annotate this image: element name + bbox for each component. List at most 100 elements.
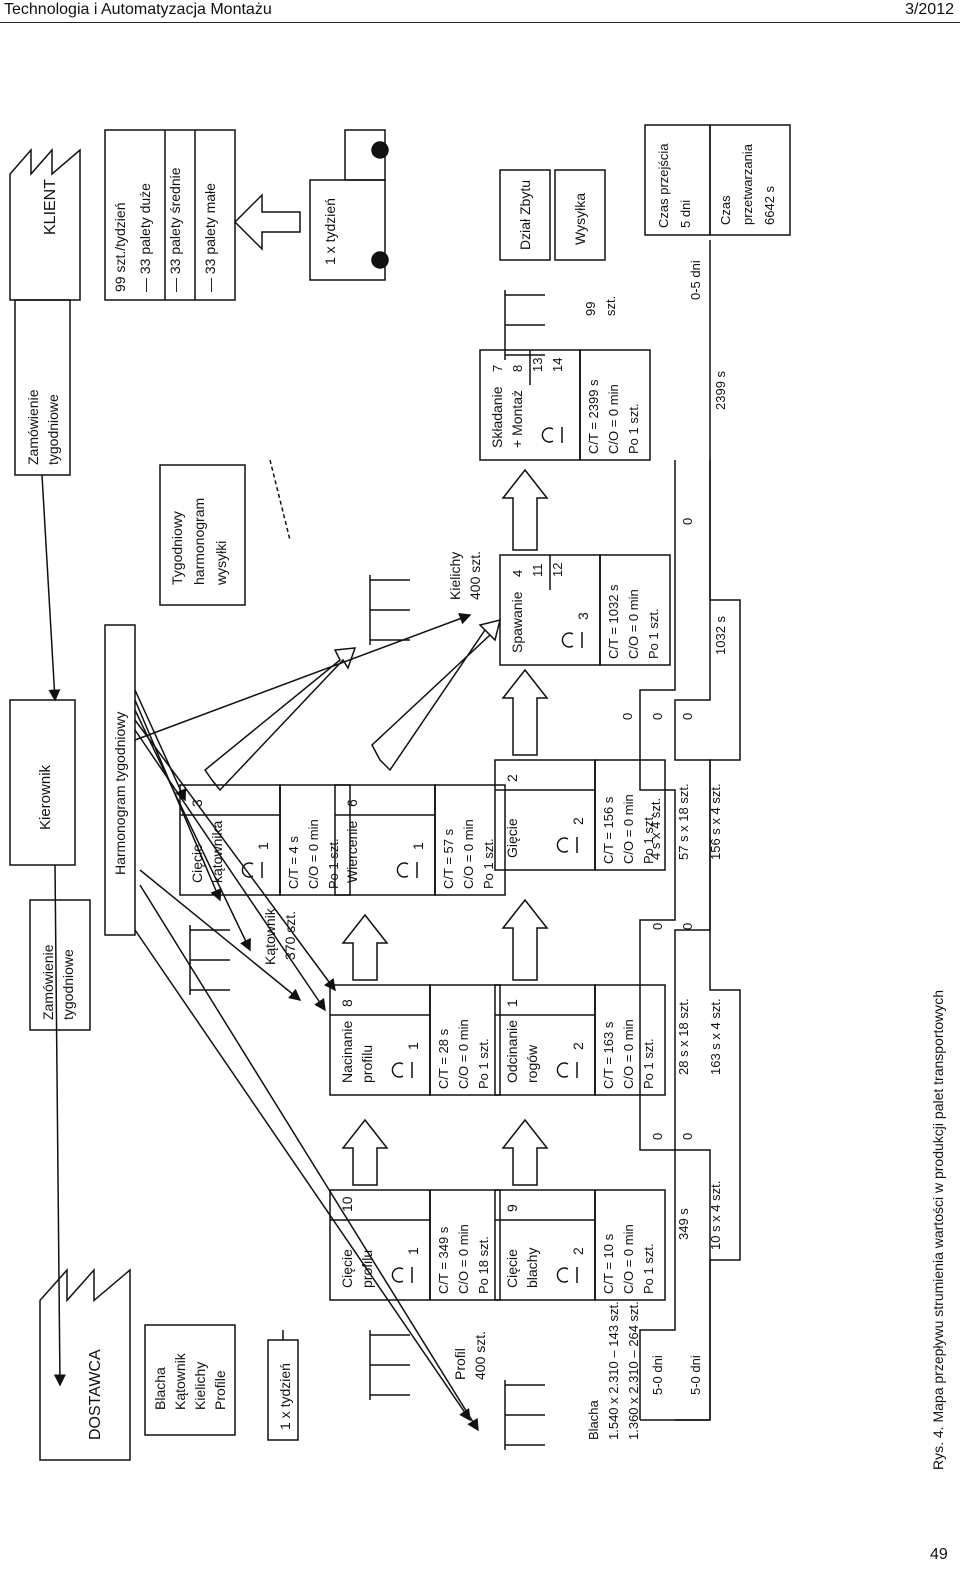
cutting-angle-number: 3 bbox=[189, 799, 205, 807]
shipping-schedule-line-0: Tygodniowy bbox=[169, 511, 185, 585]
assembly-data-1: C/O = 0 min bbox=[606, 384, 621, 454]
profile-inventory-line-1: 400 szt. bbox=[472, 1331, 488, 1380]
journal-title: Technologia i Automatyzacja Montażu bbox=[4, 1, 272, 18]
schedule-to-shipping-line bbox=[269, 459, 291, 541]
cutting-angle-data-2: Po 1 szt. bbox=[326, 838, 341, 889]
sheet-cutting-title-line-0: Cięcie bbox=[504, 1249, 520, 1288]
assembly-data-2: Po 1 szt. bbox=[626, 403, 641, 454]
customer-truck-box bbox=[309, 179, 386, 281]
weekly-schedule-box bbox=[104, 624, 136, 936]
welding-operators: 3 bbox=[575, 612, 591, 620]
order-out-line-0: Zamówienie bbox=[40, 944, 56, 1020]
profile-inventory-line-0: Profil bbox=[452, 1348, 468, 1380]
shipping-department: Wysyłka bbox=[572, 193, 588, 245]
timeline-r2-5: 0 bbox=[680, 713, 695, 720]
sheet-inventory-line-0: Blacha bbox=[586, 1399, 601, 1440]
timeline-r3-0: 10 s x 4 szt. bbox=[708, 1181, 723, 1250]
drilling-title-line-0: Wiercenie bbox=[344, 821, 360, 883]
schedule-signal-line-0 bbox=[134, 689, 187, 802]
sheet-cutting-data-1: C/O = 0 min bbox=[621, 1224, 636, 1294]
sales-department: Dział Zbytu bbox=[517, 180, 533, 250]
corner-cutting-title-line-0: Odcinanie bbox=[504, 1020, 520, 1083]
timeline-r3-1: 163 s x 4 szt. bbox=[708, 998, 723, 1075]
finished-inventory-line-0: 99 bbox=[583, 302, 598, 316]
cutting-angle-title-line-0: Cięcie bbox=[189, 844, 205, 883]
bending-data-1: C/O = 0 min bbox=[621, 794, 636, 864]
shipping-schedule-line-2: wysyłki bbox=[213, 541, 229, 586]
cutting-angle-data-0: C/T = 4 s bbox=[286, 836, 301, 889]
welding-data-1: C/O = 0 min bbox=[626, 589, 641, 659]
bending-number: 2 bbox=[504, 774, 520, 782]
order-in-line-0: Zamówienie bbox=[25, 389, 41, 465]
timeline-r1-3: 0 bbox=[650, 923, 665, 930]
timeline-r1-4: 4 s x 4 szt. bbox=[648, 798, 663, 860]
customer-truck-wheel-icon bbox=[371, 141, 389, 159]
angle-inventory-label: Kątownik bbox=[262, 907, 278, 965]
drilling-data-box bbox=[434, 784, 506, 896]
schedule-to-blacha-line bbox=[134, 929, 471, 1422]
corner-cutting-title-line-1: rogów bbox=[524, 1044, 540, 1083]
timeline-row1 bbox=[639, 460, 676, 1420]
cups-inventory-line-1: 400 szt. bbox=[467, 551, 483, 600]
corner-cutting-number: 1 bbox=[504, 999, 520, 1007]
processing-time-line-2: 6642 s bbox=[762, 185, 777, 225]
issue-number: 3/2012 bbox=[905, 1, 954, 18]
customer-demand-large: — 33 palety duże bbox=[137, 183, 153, 292]
supplier-delivery: 1 x tydzień bbox=[277, 1363, 293, 1430]
manager-to-supplier-arrow bbox=[53, 864, 66, 1387]
timeline-r2-6: 0 bbox=[680, 518, 695, 525]
profile-notching-data-2: Po 1 szt. bbox=[476, 1038, 491, 1089]
manager-box bbox=[9, 699, 76, 866]
supplier-to-blacha-line bbox=[139, 884, 479, 1432]
bending-data-0: C/T = 156 s bbox=[601, 796, 616, 864]
assembly-data-box bbox=[579, 349, 651, 461]
angle-inventory-qty: 370 szt. bbox=[282, 911, 298, 960]
timeline-row2 bbox=[674, 460, 711, 1421]
customer-truck-wheel-icon bbox=[371, 251, 389, 269]
order-out-line-1: tygodniowe bbox=[60, 949, 76, 1020]
drilling-operator-icon bbox=[396, 862, 409, 878]
welding-data-box bbox=[599, 554, 671, 666]
customer-demand-total: 99 szt./tydzień bbox=[112, 203, 128, 293]
timeline-r1-1: 349 s bbox=[676, 1208, 691, 1240]
profile-cutting-data-1: C/O = 0 min bbox=[456, 1224, 471, 1294]
drill-to-weld-arrow bbox=[371, 618, 502, 772]
sheet-cutting-data-0: C/T = 10 s bbox=[601, 1233, 616, 1294]
corner-cutting-data-0: C/T = 163 s bbox=[601, 1021, 616, 1089]
corner-cutting-operators: 2 bbox=[570, 1042, 586, 1050]
drilling-operators: 1 bbox=[410, 842, 426, 850]
figure-caption: Rys. 4. Mapa przepływu strumienia wartoś… bbox=[930, 989, 946, 1470]
sheet-cutting-operators: 2 bbox=[570, 1247, 586, 1255]
angle-to-weld-arrow bbox=[203, 647, 357, 792]
customer-delivery: 1 x tydzień bbox=[322, 198, 338, 265]
cutting-angle-operator-icon bbox=[241, 862, 254, 878]
timeline-r3-5: 0-5 dni bbox=[688, 260, 703, 300]
sheet-to-corner-arrow bbox=[501, 1118, 549, 1186]
assembly-title-line-0: Składanie bbox=[489, 386, 505, 448]
assembly-number-1: 8 bbox=[510, 365, 525, 372]
weld-to-assembly-arrow bbox=[501, 468, 549, 551]
weekly-schedule: Harmonogram tygodniowy bbox=[112, 712, 128, 875]
shipping-schedule-line-1: harmonogram bbox=[191, 498, 207, 585]
corner-cutting-operator-icon bbox=[556, 1062, 569, 1078]
profile-notching-data-1: C/O = 0 min bbox=[456, 1019, 471, 1089]
timeline-r2-2: 28 s x 18 szt. bbox=[676, 998, 691, 1075]
profile-cutting-title-line-0: Cięcie bbox=[339, 1249, 355, 1288]
assembly-operator-icon bbox=[541, 427, 554, 443]
profile-notching-title-line-0: Nacinanie bbox=[339, 1021, 355, 1083]
profile-cutting-data-2: Po 18 szt. bbox=[476, 1236, 491, 1294]
profile-notching-operator-icon bbox=[391, 1062, 404, 1078]
processing-time-line-1: przetwarzania bbox=[740, 143, 755, 225]
cutting-angle-operators: 1 bbox=[255, 842, 271, 850]
supplier-material-line-0: Blacha bbox=[152, 1367, 168, 1410]
timeline-row3 bbox=[640, 240, 741, 1421]
finished-inventory-line-1: szt. bbox=[603, 296, 618, 316]
timeline-r2-0: 5-0 dni bbox=[688, 1355, 703, 1395]
welding-number-2: 12 bbox=[550, 563, 565, 577]
welding-data-0: C/T = 1032 s bbox=[606, 584, 621, 659]
customer-demand-small: — 33 palety małe bbox=[202, 183, 218, 292]
order-in-box bbox=[14, 299, 71, 476]
welding-data-2: Po 1 szt. bbox=[646, 608, 661, 659]
schedule-signal-line-4 bbox=[134, 729, 326, 1012]
order-in-to-manager-arrow bbox=[41, 474, 61, 702]
